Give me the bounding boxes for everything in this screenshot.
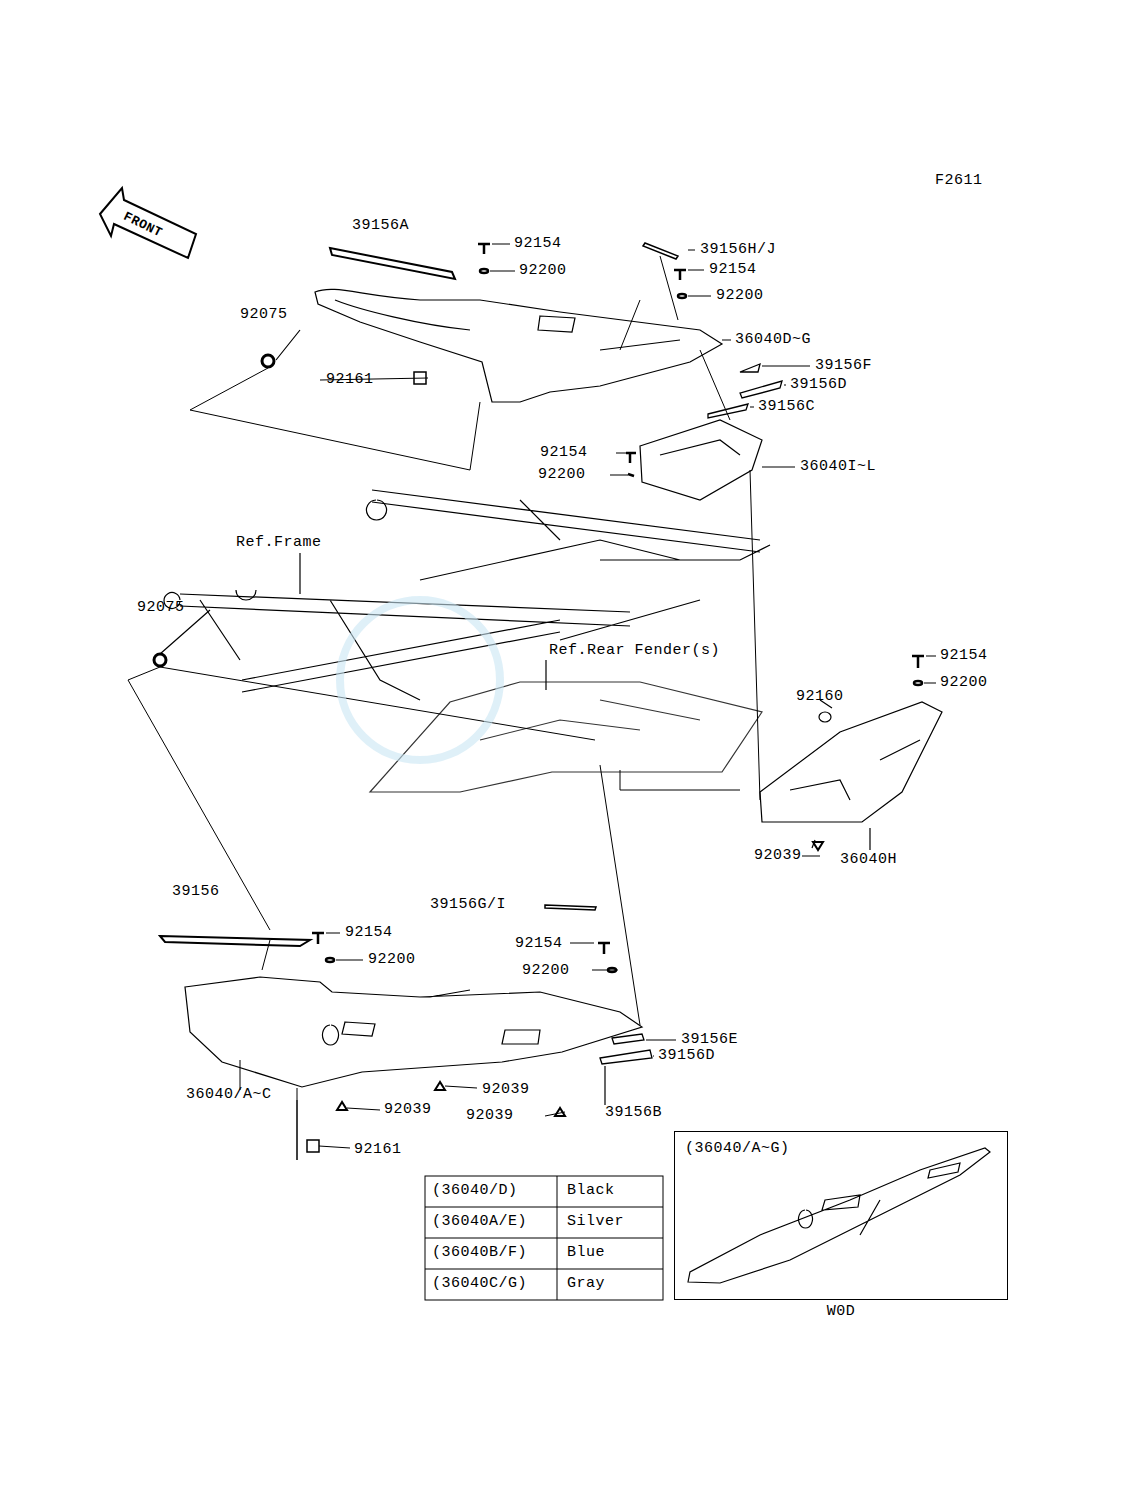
side-cover (185, 977, 642, 1087)
table-cell: (36040/D) (432, 1182, 518, 1200)
callout-number: 39156D (658, 1047, 715, 1065)
callout-number: 92200 (716, 287, 764, 305)
table-cell: Black (567, 1182, 615, 1200)
callout-number: 39156F (815, 357, 872, 375)
inset-box: (36040/A~G)W0D (674, 1131, 1008, 1300)
callout-number: 36040D~G (735, 331, 811, 349)
inset-caption: W0D (675, 1303, 1007, 1321)
callout-number: 92039 (482, 1081, 530, 1099)
callout-number: 39156A (352, 217, 409, 235)
table-cell: (36040B/F) (432, 1244, 527, 1262)
callout-number: 92154 (515, 935, 563, 953)
inset-title: (36040/A~G) (685, 1140, 1007, 1158)
inset-sketch (688, 1148, 990, 1283)
callout-number: 39156E (681, 1031, 738, 1049)
callout-number: 39156D (790, 376, 847, 394)
callout-number: 92200 (940, 674, 988, 692)
callout-number: 36040/A~C (186, 1086, 272, 1104)
seat-cowl-detail (335, 300, 680, 350)
table-cell: Gray (567, 1275, 605, 1293)
table-cell: Silver (567, 1213, 624, 1231)
seat-cowl (315, 289, 722, 402)
callout-number: 92161 (326, 371, 374, 389)
callout-number: Ref.Rear Fender(s) (549, 642, 720, 660)
table-cell: Blue (567, 1244, 605, 1262)
decal (330, 248, 455, 279)
callout-number: 92160 (796, 688, 844, 706)
callout-number: 92039 (384, 1101, 432, 1119)
callout-number: 92075 (240, 306, 288, 324)
callout-number: Ref.Frame (236, 534, 322, 552)
callout-number: 92200 (368, 951, 416, 969)
callout-number: 39156H/J (700, 241, 776, 259)
callout-number: 92154 (345, 924, 393, 942)
callout-number: 39156G/I (430, 896, 506, 914)
callout-number: 92075 (137, 599, 185, 617)
callout-number: 92039 (754, 847, 802, 865)
callout-number: 92154 (940, 647, 988, 665)
callout-number: 92154 (709, 261, 757, 279)
frame (180, 490, 770, 700)
callout-number: 36040I~L (800, 458, 876, 476)
callout-number: 92200 (538, 466, 586, 484)
callout-number: 36040H (840, 851, 897, 869)
callout-number: 39156C (758, 398, 815, 416)
callout-number: 92154 (540, 444, 588, 462)
table-cell: (36040C/G) (432, 1275, 527, 1293)
tail-cover (760, 702, 942, 822)
callout-number: 92161 (354, 1141, 402, 1159)
cover-plate (640, 420, 762, 500)
front-arrow (100, 188, 196, 258)
callout-number: 92154 (514, 235, 562, 253)
rear-fender (370, 682, 762, 792)
callout-number: F2611 (935, 172, 983, 190)
callout-number: 92039 (466, 1107, 514, 1125)
table-cell: (36040A/E) (432, 1213, 527, 1231)
callout-number: 92200 (519, 262, 567, 280)
callout-number: 39156 (172, 883, 220, 901)
callout-number: 92200 (522, 962, 570, 980)
callout-number: 39156B (605, 1104, 662, 1122)
